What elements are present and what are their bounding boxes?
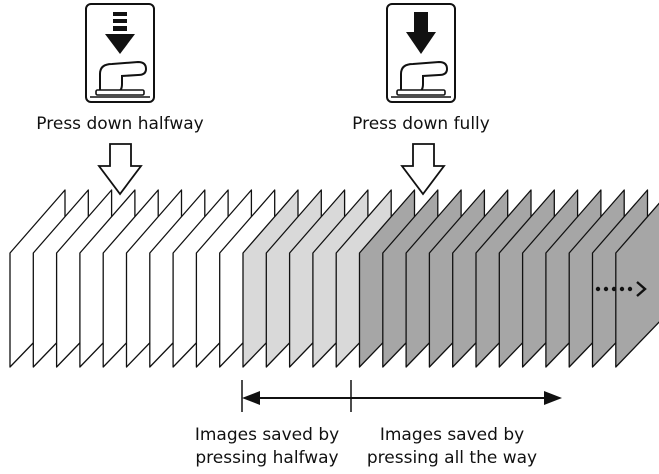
shutter-half-press-icon [85,3,155,103]
image-frame-sequence [9,189,659,368]
down-arrow-halfway-icon [97,143,143,196]
range-indicator [241,380,562,412]
image-frame [615,202,659,368]
range-label-fully-line1: Images saved by [380,425,524,445]
step-label-halfway: Press down halfway [36,114,203,134]
step-label-fully: Press down fully [352,114,490,134]
range-arrowhead-left [242,391,260,405]
dotted-right-arrow-icon [595,281,647,297]
range-label-halfway-line1: Images saved by [195,425,339,445]
range-label-halfway-line2: pressing halfway [195,448,338,468]
shutter-full-press-icon [386,3,456,103]
range-label-fully-line2: pressing all the way [367,448,537,468]
range-arrowhead-right [544,391,562,405]
down-arrow-fully-icon [400,143,446,196]
